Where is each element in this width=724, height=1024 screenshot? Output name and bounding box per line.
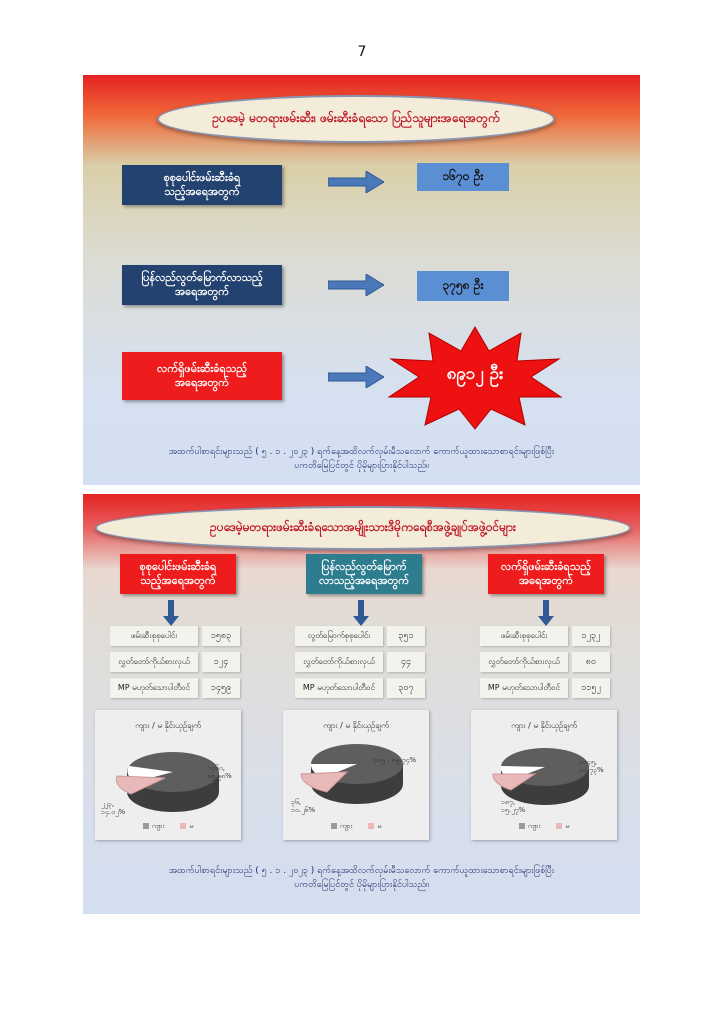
- pie-legend: ကျား မ: [471, 822, 617, 832]
- pie-label-female: ၃၆, ၁၀.၂၆%: [291, 798, 316, 815]
- stat-value: ၁၄၅၉: [202, 678, 240, 698]
- legend-female: မ: [556, 822, 569, 832]
- pie-card-current: ကျား / မ နိုင်းယှဉ်ချက် ၁၀၄၅, ၈၄.၇၃% ၁၈၇…: [471, 710, 617, 840]
- stat-key: MP မဟုတ်သောပါတီဝင်: [480, 678, 568, 698]
- pie-label-female: ၂၂၃, ၁၄.၀၂%: [101, 800, 126, 817]
- right-arrow-icon: [328, 366, 384, 388]
- summary-note-line-1: အထက်ပါစာရင်းများသည် ( ၅ . ၁ . ၂၀၂၃ ) ရက်…: [168, 447, 555, 457]
- stat-value: ၃၅၁: [387, 626, 425, 646]
- down-arrow-icon: [163, 600, 179, 626]
- nld-note-line-2: ပကတိမြေပြင်တွင် ပိုမိုများပြားနိုင်ပါသည်…: [294, 880, 429, 891]
- pie-chart: [300, 744, 403, 804]
- summary-title: ဥပဒေမဲ့ မတရားဖမ်းဆီး၊ ဖမ်းဆီးခံရသော ပြည်…: [157, 95, 555, 143]
- pie-legend: ကျား မ: [283, 822, 429, 832]
- nld-members-title: ဥပဒေမဲ့မတရားဖမ်းဆီးခံရသောအမျိုးသားဒီမိုက…: [95, 506, 631, 550]
- stat-row: MP မဟုတ်သောပါတီဝင် ၃၀၇: [295, 678, 425, 698]
- col-header-current: လက်ရှိဖမ်းဆီးခံရသည့် အရေအတွက်: [488, 554, 604, 594]
- pie-card-total: ကျား / မ နိုင်းယှဉ်ချက် ၁၃၆၀, ၈၅.၉၈% ၂၂၃…: [95, 710, 241, 840]
- stat-value: ၁၅၈၃: [202, 626, 240, 646]
- stat-key: MP မဟုတ်သောပါတီဝင်: [110, 678, 198, 698]
- pie-slice-female: [300, 771, 349, 793]
- stat-key: လွှတ်တော်ကိုယ်စားလှယ်: [295, 652, 383, 672]
- currently-detained-value: ၈၉၁၂ ဦး: [446, 364, 504, 384]
- released-value: ၃၇၅၈ ဦး: [417, 271, 509, 301]
- pie-label-male: ၃၁၅ , ၈၉.၇၄%: [373, 756, 417, 764]
- pie-label-female: ၁၈၇, ၁၅.၂၇%: [501, 798, 526, 815]
- pie-title: ကျား / မ နိုင်းယှဉ်ချက်: [323, 721, 389, 730]
- stat-row: ဖမ်းဆီးစုစုပေါင်း ၁၂၃၂: [480, 626, 610, 646]
- stat-row: လွှတ်တော်ကိုယ်စားလှယ် ၁၂၄: [110, 652, 240, 672]
- legend-male: ကျား: [518, 822, 540, 832]
- summary-note: အထက်ပါစာရင်းများသည် ( ၅ . ၁ . ၂၀၂၃ ) ရက်…: [83, 445, 640, 474]
- pie-chart: [492, 748, 589, 805]
- stat-row: MP မဟုတ်သောပါတီဝင် ၁၁၅၂: [480, 678, 610, 698]
- page-number: 7: [357, 44, 367, 60]
- legend-female: မ: [368, 822, 381, 832]
- legend-female: မ: [180, 822, 193, 832]
- stat-key: လွတ်မြောက်စုစုပေါင်း: [295, 626, 383, 646]
- stat-key: ဖမ်းဆီးစုစုပေါင်း: [480, 626, 568, 646]
- pie-chart: [115, 752, 219, 812]
- stat-value: ၁၁၅၂: [572, 678, 610, 698]
- legend-male: ကျား: [142, 822, 164, 832]
- stat-row: လွတ်မြောက်စုစုပေါင်း ၃၅၁: [295, 626, 425, 646]
- pie-legend: ကျား မ: [95, 822, 241, 832]
- right-arrow-icon: [328, 171, 384, 193]
- pie-label-male: ၁၀၄၅, ၈၄.၇၃%: [579, 758, 604, 775]
- total-arrested-value: ၁၆၇၀ ဦး: [417, 163, 509, 191]
- stat-row: MP မဟုတ်သောပါတီဝင် ၁၄၅၉: [110, 678, 240, 698]
- stat-key: ဖမ်းဆီးစုစုပေါင်း: [110, 626, 198, 646]
- released-label: ပြန်လည်လွတ်မြောက်လာသည့် အရေအတွက်: [122, 265, 282, 305]
- nld-note: အထက်ပါစာရင်းများသည် ( ၅ . ၁ . ၂၀၂၃ ) ရက်…: [83, 864, 640, 893]
- stat-key: MP မဟုတ်သောပါတီဝင်: [295, 678, 383, 698]
- pie-label-male: ၁၃၆၀, ၈၅.၉၈%: [207, 764, 232, 781]
- currently-detained-label: လက်ရှိဖမ်းဆီးခံရသည့် အရေအတွက်: [122, 352, 282, 400]
- total-arrested-label: စုစုပေါင်းဖမ်းဆီးခံရ သည့်အရေအတွက်: [122, 165, 282, 205]
- pie-slice-female: [492, 773, 537, 791]
- legend-male: ကျား: [330, 822, 352, 832]
- nld-members-panel: ဥပဒေမဲ့မတရားဖမ်းဆီးခံရသောအမျိုးသားဒီမိုက…: [83, 494, 640, 914]
- pie-card-released: ကျား / မ နိုင်းယှဉ်ချက် ၃၁၅ , ၈၉.၇၄% ၃၆,…: [283, 710, 429, 840]
- down-arrow-icon: [538, 600, 554, 626]
- summary-note-line-2: ပကတိမြေပြင်တွင် ပိုမိုများပြားနိုင်ပါသည်…: [294, 461, 429, 472]
- stat-value: ၈၀: [572, 652, 610, 672]
- pie-slice-female: [115, 775, 166, 795]
- stat-value: ၄၄: [387, 652, 425, 672]
- nld-note-line-1: အထက်ပါစာရင်းများသည် ( ၅ . ၁ . ၂၀၂၃ ) ရက်…: [168, 866, 555, 876]
- stat-key: လွှတ်တော်ကိုယ်စားလှယ်: [110, 652, 198, 672]
- down-arrow-icon: [353, 600, 369, 626]
- pie-title: ကျား / မ နိုင်းယှဉ်ချက်: [135, 721, 201, 730]
- stat-row: ဖမ်းဆီးစုစုပေါင်း ၁၅၈၃: [110, 626, 240, 646]
- col-header-total: စုစုပေါင်းဖမ်းဆီးခံရ သည့်အရေအတွက်: [120, 554, 236, 594]
- col-header-released: ပြန်လည်လွတ်မြောက် လာသည့်အရေအတွက်: [306, 554, 422, 594]
- stat-row: လွှတ်တော်ကိုယ်စားလှယ် ၈၀: [480, 652, 610, 672]
- summary-panel: ဥပဒေမဲ့ မတရားဖမ်းဆီး၊ ဖမ်းဆီးခံရသော ပြည်…: [83, 75, 640, 485]
- stat-value: ၁၂၃၂: [572, 626, 610, 646]
- stat-row: လွှတ်တော်ကိုယ်စားလှယ် ၄၄: [295, 652, 425, 672]
- stat-value: ၁၂၄: [202, 652, 240, 672]
- pie-title: ကျား / မ နိုင်းယှဉ်ချက်: [511, 721, 577, 730]
- starburst-shape: [387, 326, 563, 430]
- stat-value: ၃၀၇: [387, 678, 425, 698]
- right-arrow-icon: [328, 274, 384, 296]
- stat-key: လွှတ်တော်ကိုယ်စားလှယ်: [480, 652, 568, 672]
